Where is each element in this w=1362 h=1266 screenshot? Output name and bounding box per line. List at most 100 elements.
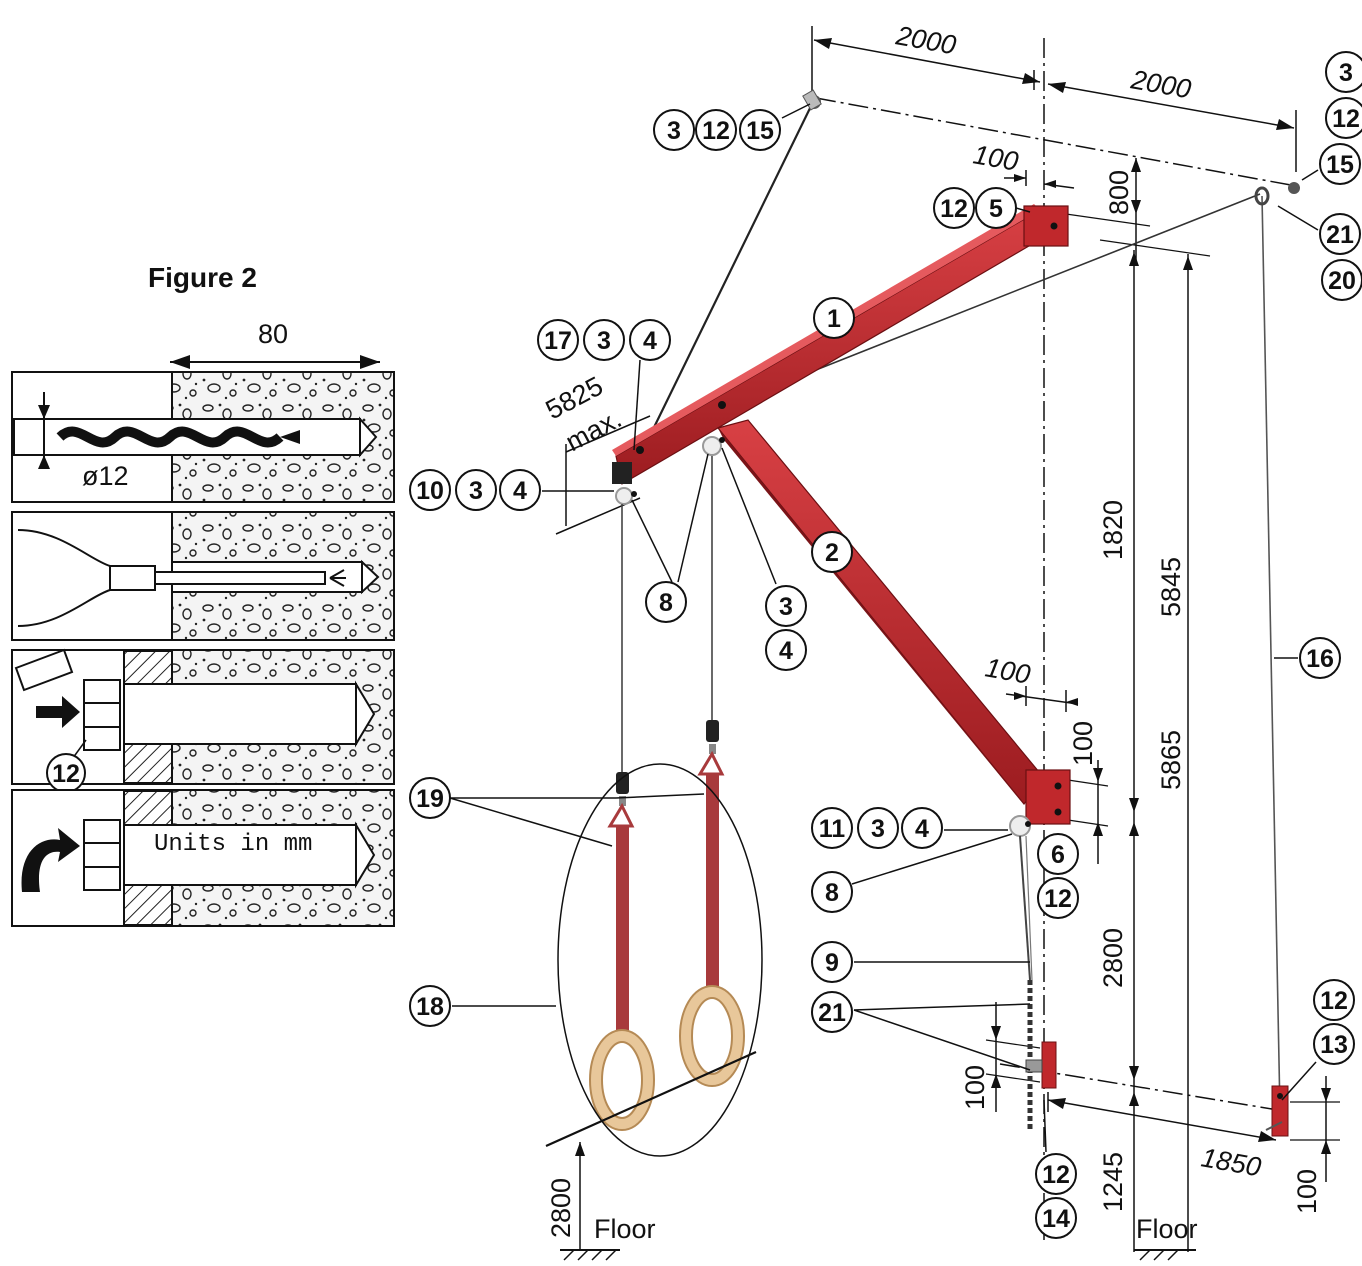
callout-21-chain: 21 (811, 991, 853, 1033)
callout-12-anchor: 12 (46, 739, 87, 793)
blower-icon (17, 529, 346, 627)
spacing-1850-label: 1850 (1199, 1142, 1263, 1182)
callout-leaders (449, 103, 1319, 1153)
figure-title: Figure 2 (148, 262, 257, 293)
svg-text:3: 3 (1339, 59, 1353, 87)
gym-ring-left (589, 802, 655, 1131)
depth-dim-label: 80 (258, 319, 288, 349)
callout-12-13: 12 13 (1313, 979, 1355, 1065)
height-5845-label: 5845 (1156, 557, 1186, 617)
svg-text:12: 12 (52, 760, 80, 788)
height-dimensions: 1820 5845 5865 2800 1245 (1098, 250, 1193, 1252)
left-span-label: 2000 (893, 20, 958, 60)
svg-text:21: 21 (818, 999, 846, 1027)
span-dimensions: 2000 2000 (811, 20, 1297, 172)
svg-text:15: 15 (1326, 151, 1354, 179)
main-diagram: 2000 2000 100 800 1820 (409, 20, 1362, 1261)
callout-16: 16 (1299, 637, 1341, 679)
tightening-step: Units in mm (11, 789, 395, 927)
floor-left-label: Floor (594, 1214, 656, 1244)
rings-highlight-ellipse (557, 763, 763, 1157)
svg-text:5: 5 (989, 195, 1003, 223)
callout-6-12: 6 12 (1037, 833, 1079, 919)
callout-1: 1 (813, 297, 855, 339)
callout-18: 18 (409, 985, 451, 1027)
svg-text:15: 15 (746, 117, 774, 145)
svg-text:14: 14 (1042, 1205, 1070, 1233)
callout-17-3-4: 17 3 4 (537, 319, 671, 361)
svg-text:4: 4 (643, 327, 657, 355)
ceiling-anchor-left (802, 89, 822, 111)
svg-text:19: 19 (416, 785, 444, 813)
svg-text:17: 17 (544, 327, 572, 355)
callout-12-5: 12 5 (933, 187, 1017, 229)
svg-text:2: 2 (825, 539, 839, 567)
drilling-step: ø12 (11, 371, 395, 503)
svg-text:3: 3 (871, 815, 885, 843)
svg-text:12: 12 (1320, 987, 1348, 1015)
bracket-offset-label: 100 (983, 652, 1033, 689)
svg-text:12: 12 (1332, 105, 1360, 133)
rope-16 (1261, 195, 1281, 1113)
rings-height-label: 2800 (546, 1178, 576, 1238)
height-800-label: 800 (1104, 170, 1134, 215)
bracket-offset-dimensions: 100 100 (983, 652, 1109, 864)
swivel-right (706, 720, 719, 754)
svg-text:12: 12 (940, 195, 968, 223)
svg-text:3: 3 (469, 477, 483, 505)
callout-3-12-15-left: 3 12 15 (653, 109, 781, 151)
svg-text:4: 4 (779, 637, 793, 665)
pulley-8-bracket (1009, 815, 1031, 837)
anchor-insert-step: 12 (11, 648, 395, 793)
height-2800-right-label: 2800 (1098, 928, 1128, 988)
callout-19: 19 (409, 777, 451, 819)
callout-2: 2 (811, 531, 853, 573)
units-note: Units in mm (154, 831, 312, 858)
swivel-left (616, 772, 629, 806)
svg-text:4: 4 (513, 477, 527, 505)
callout-11-3-4: 11 3 4 (811, 807, 943, 849)
svg-text:12: 12 (1042, 1161, 1070, 1189)
top-offset-dimensions: 100 800 (971, 139, 1211, 264)
depth-dimension: 80 (170, 319, 380, 369)
callout-10-3-4: 10 3 4 (409, 469, 541, 511)
callout-3-4-beam: 3 4 (765, 585, 807, 671)
drill-diameter: ø12 (82, 461, 129, 491)
svg-text:21: 21 (1326, 221, 1354, 249)
svg-text:8: 8 (825, 879, 839, 907)
svg-text:11: 11 (819, 815, 846, 843)
callout-8-bracket: 8 (811, 871, 853, 913)
beam-1 (612, 204, 1069, 485)
height-1820-label: 1820 (1098, 500, 1128, 560)
ceiling-rope-left (639, 99, 815, 457)
height-1245-label: 1245 (1098, 1152, 1128, 1212)
right-span-label: 2000 (1128, 64, 1193, 104)
svg-text:6: 6 (1051, 841, 1065, 869)
floor-right-label: Floor (1136, 1214, 1198, 1244)
top-offset-label: 100 (971, 139, 1021, 176)
height-5865-label: 5865 (1156, 730, 1186, 790)
svg-text:12: 12 (702, 117, 730, 145)
callout-9: 9 (811, 941, 853, 983)
gym-ring-right (679, 750, 745, 1087)
rotate-arrow-icon (21, 828, 80, 892)
callout-12-14: 12 14 (1035, 1153, 1077, 1239)
svg-text:13: 13 (1320, 1031, 1348, 1059)
pulley-8-left (615, 487, 637, 505)
floor-bracket-dimension: 100 (1290, 1076, 1340, 1214)
rings-floor-line (545, 1050, 757, 1148)
svg-text:16: 16 (1306, 645, 1334, 673)
bracket-height-label: 100 (1068, 721, 1098, 766)
spacing-1850-dimension: 1850 (1047, 1092, 1277, 1182)
svg-text:3: 3 (597, 327, 611, 355)
svg-text:1: 1 (827, 305, 841, 333)
svg-text:4: 4 (915, 815, 929, 843)
callout-8-top: 8 (645, 581, 687, 623)
svg-text:12: 12 (1044, 885, 1072, 913)
rings-height-dimension: 2800 Floor (546, 1142, 656, 1261)
svg-text:10: 10 (416, 477, 444, 505)
hammer-icon (14, 648, 80, 728)
svg-text:3: 3 (779, 593, 793, 621)
pulley-8-middle (702, 436, 725, 456)
